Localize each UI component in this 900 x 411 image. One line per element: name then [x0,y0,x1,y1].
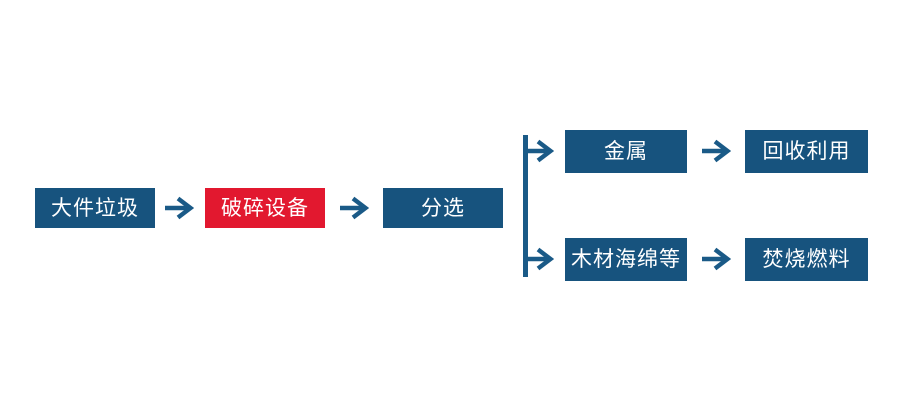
right-arrow-icon [524,246,554,272]
right-arrow-icon [701,246,731,272]
node-metal: 金属 [565,130,687,173]
node-recycling: 回收利用 [745,130,868,173]
node-bulky-waste: 大件垃圾 [35,188,155,228]
right-arrow-icon [164,195,194,221]
right-arrow-icon [339,195,369,221]
node-sorting: 分选 [383,188,503,228]
node-wood-sponge: 木材海绵等 [565,238,687,281]
branch-connector-line [523,135,528,277]
node-crusher: 破碎设备 [205,188,325,228]
node-incineration-fuel: 焚烧燃料 [745,238,868,281]
right-arrow-icon [701,138,731,164]
right-arrow-icon [524,138,554,164]
